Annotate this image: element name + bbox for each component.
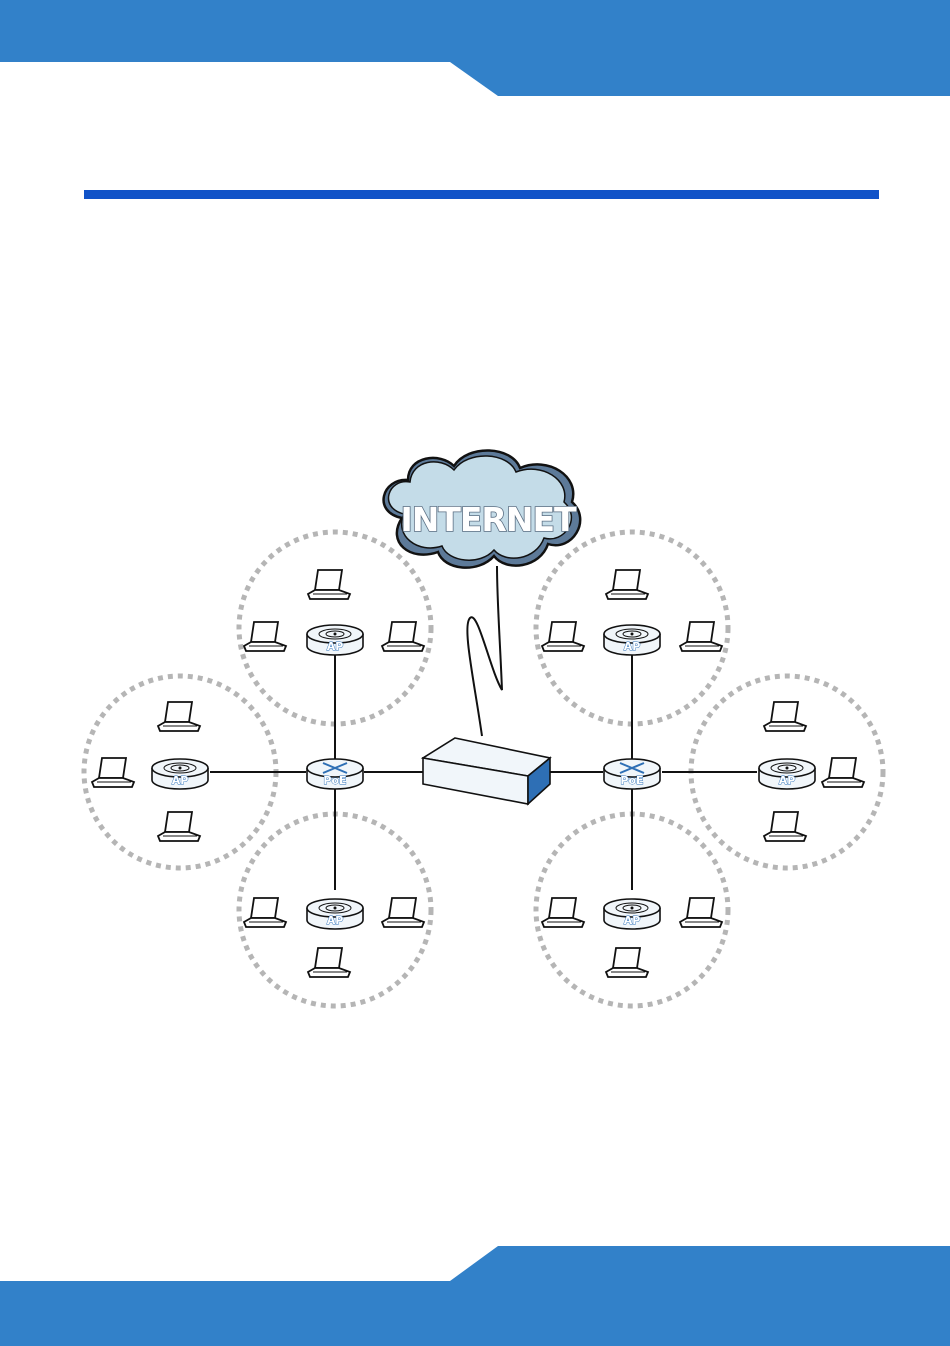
- laptop-icon: [308, 570, 350, 599]
- access-point-icon: AP: [307, 899, 363, 929]
- laptop-icon: [680, 622, 722, 651]
- router-icon: [423, 738, 550, 804]
- internet-cloud: INTERNET: [384, 450, 581, 567]
- laptop-icon: [308, 948, 350, 977]
- footer-band: [0, 1246, 950, 1346]
- network-diagram: INTERNET AP AP AP AP AP AP PoE PoE: [0, 440, 950, 1030]
- footer-band-shape: [0, 1246, 950, 1346]
- ap-label: AP: [624, 914, 641, 927]
- laptop-icon: [158, 702, 200, 731]
- header-band: [0, 0, 950, 100]
- ap-label: AP: [624, 640, 641, 653]
- ap-label: AP: [172, 774, 189, 787]
- poe-switch-icon: PoE: [307, 759, 363, 789]
- title-rule: [84, 190, 879, 199]
- laptop-icon: [606, 570, 648, 599]
- ap-label: AP: [327, 914, 344, 927]
- laptop-icon: [542, 898, 584, 927]
- access-point-icon: AP: [759, 759, 815, 789]
- laptop-icon: [822, 758, 864, 787]
- laptop-icon: [244, 898, 286, 927]
- header-band-shape: [0, 0, 950, 96]
- laptop-icon: [764, 702, 806, 731]
- laptop-icon: [158, 812, 200, 841]
- ap-label: AP: [779, 774, 796, 787]
- poe-label: PoE: [323, 774, 346, 787]
- poe-switch-icon: PoE: [604, 759, 660, 789]
- laptop-icon: [680, 898, 722, 927]
- access-point-icon: AP: [152, 759, 208, 789]
- laptop-icon: [542, 622, 584, 651]
- laptop-icon: [606, 948, 648, 977]
- laptop-icon: [382, 898, 424, 927]
- uplink-cable: [467, 566, 502, 736]
- ap-label: AP: [327, 640, 344, 653]
- access-point-icon: AP: [604, 625, 660, 655]
- poe-label: PoE: [620, 774, 643, 787]
- access-point-icon: AP: [604, 899, 660, 929]
- laptop-icon: [92, 758, 134, 787]
- laptop-icon: [764, 812, 806, 841]
- cloud-label: INTERNET: [400, 500, 577, 539]
- access-point-icon: AP: [307, 625, 363, 655]
- laptop-icon: [244, 622, 286, 651]
- laptop-icon: [382, 622, 424, 651]
